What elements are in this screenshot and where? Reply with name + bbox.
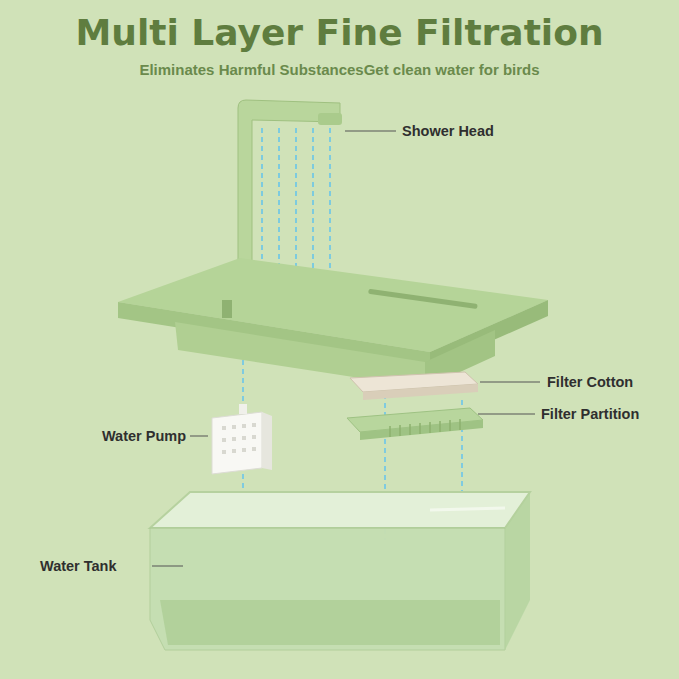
part-label: Filter Partition — [541, 406, 639, 422]
part-label: Water Tank — [40, 558, 117, 574]
title: Multi Layer Fine Filtration — [75, 12, 603, 53]
part-label: Filter Cotton — [547, 374, 633, 390]
part-label: Shower Head — [402, 123, 494, 139]
part-label: Water Pump — [102, 428, 186, 444]
subtitle: Eliminates Harmful SubstancesGet clean w… — [139, 61, 539, 78]
